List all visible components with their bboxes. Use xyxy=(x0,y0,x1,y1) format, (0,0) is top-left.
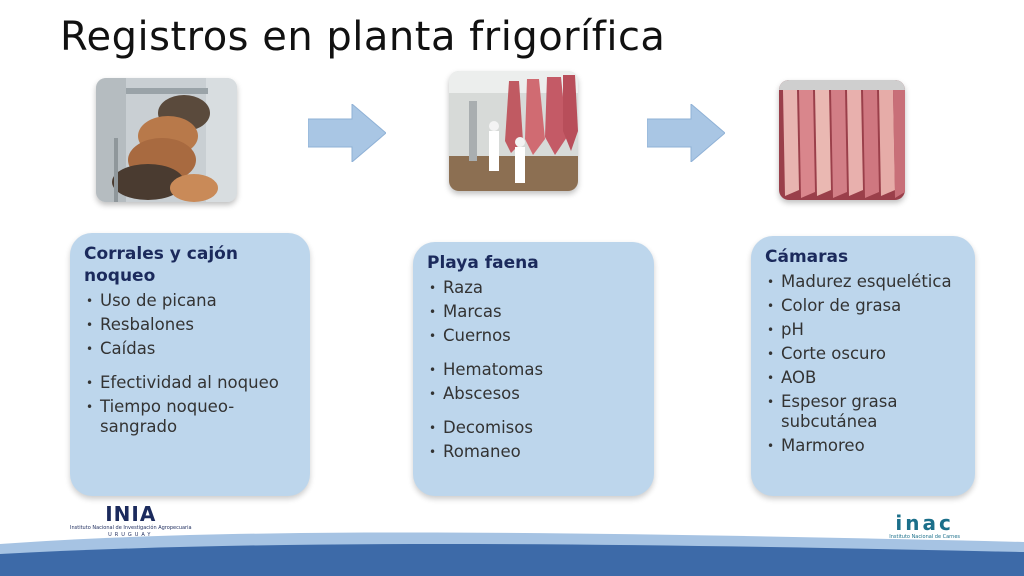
list-item: Color de grasa xyxy=(765,296,961,316)
list-item: Raza xyxy=(427,278,640,298)
list-item: Corte oscuro xyxy=(765,344,961,364)
stage-items-list: Madurez esquelética Color de grasa pH Co… xyxy=(765,272,961,456)
stage-card-playa-faena: Playa faena Raza Marcas Cuernos Hematoma… xyxy=(413,242,654,496)
arrow-right-icon xyxy=(308,104,386,162)
list-item: Uso de picana xyxy=(84,291,296,311)
stage-title: Cámaras xyxy=(765,247,849,267)
slide-title: Registros en planta frigorífica xyxy=(60,14,666,60)
list-item: Marmoreo xyxy=(765,436,961,456)
list-item: Caídas xyxy=(84,339,296,359)
list-item: Decomisos xyxy=(427,418,640,438)
list-item: pH xyxy=(765,320,961,340)
list-item: Abscesos xyxy=(427,384,640,404)
arrow-right-icon xyxy=(647,104,725,162)
inac-logo-subtitle: Instituto Nacional de Carnes xyxy=(889,534,960,540)
stage-title: Playa faena xyxy=(427,253,539,273)
list-item: Efectividad al noqueo xyxy=(84,373,296,393)
inia-logo-mark: INIA xyxy=(105,502,157,526)
corral-cattle-photo xyxy=(96,78,237,202)
inia-logo-country: URUGUAY xyxy=(108,532,154,538)
inia-logo-subtitle: Instituto Nacional de Investigación Agro… xyxy=(70,525,192,531)
stage-title: Corrales y cajón noqueo xyxy=(84,244,238,286)
list-item: Tiempo noqueo-sangrado xyxy=(84,397,296,437)
inac-logo: inac Instituto Nacional de Carnes xyxy=(889,512,960,541)
stage-items-list: Uso de picana Resbalones Caídas Efectivi… xyxy=(84,291,296,437)
list-item: Espesor grasa subcutánea xyxy=(765,392,961,432)
list-item: Resbalones xyxy=(84,315,296,335)
cold-chamber-photo xyxy=(779,80,905,200)
list-item: Marcas xyxy=(427,302,640,322)
list-item: Romaneo xyxy=(427,442,640,462)
slaughter-floor-photo xyxy=(449,71,578,191)
inia-logo: INIA Instituto Nacional de Investigación… xyxy=(70,503,192,539)
list-item: Cuernos xyxy=(427,326,640,346)
list-item: Hematomas xyxy=(427,360,640,380)
list-item: Madurez esquelética xyxy=(765,272,961,292)
list-item: AOB xyxy=(765,368,961,388)
stage-items-list: Raza Marcas Cuernos Hematomas Abscesos D… xyxy=(427,278,640,462)
stage-card-camaras: Cámaras Madurez esquelética Color de gra… xyxy=(751,236,975,496)
inac-logo-mark: inac xyxy=(895,511,954,535)
footer-wave xyxy=(0,532,1024,576)
stage-card-corrales: Corrales y cajón noqueo Uso de picana Re… xyxy=(70,233,310,496)
